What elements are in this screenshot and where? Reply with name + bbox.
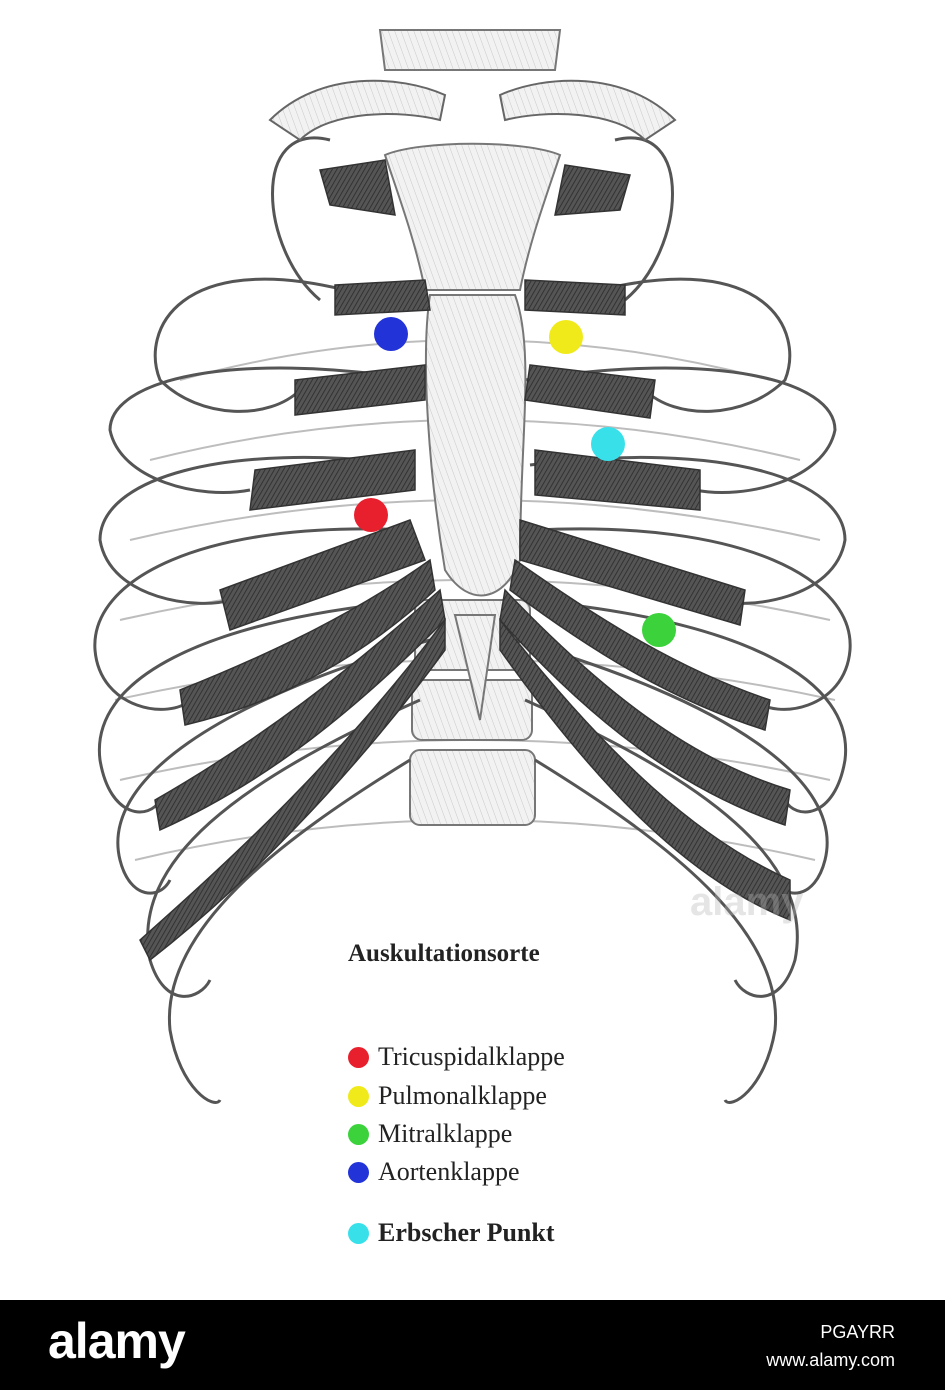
legend-item-tricuspid: Tricuspidalklappe [348, 1042, 565, 1072]
pulmonary-point-marker [549, 320, 583, 354]
erb-point-marker [591, 427, 625, 461]
sternum [383, 142, 562, 721]
legend-item-mitral: Mitralklappe [348, 1119, 512, 1149]
stock-footer-bar: alamy PGAYRR www.alamy.com [0, 1300, 945, 1390]
alamy-logo[interactable]: alamy [48, 1313, 186, 1369]
legend-item-pulmonary: Pulmonalklappe [348, 1081, 547, 1111]
red-dot-icon [348, 1046, 369, 1068]
green-dot-icon [348, 1123, 369, 1145]
yellow-dot-icon [348, 1085, 369, 1107]
clavicles [268, 79, 677, 142]
left-ribs [93, 136, 431, 1104]
legend-item-aortic: Aortenklappe [348, 1157, 520, 1187]
cyan-dot-icon [348, 1222, 369, 1244]
blue-dot-icon [348, 1161, 369, 1183]
watermark-text: alamy [690, 880, 804, 924]
thorax-drawing [93, 29, 852, 1104]
legend-label: Erbscher Punkt [378, 1218, 555, 1247]
legend-item-erb: Erbscher Punkt [348, 1218, 555, 1248]
legend-label: Pulmonalklappe [378, 1081, 547, 1110]
legend-label: Mitralklappe [378, 1119, 513, 1148]
costal-cartilages [139, 159, 791, 962]
legend-title: Auskultationsorte [348, 940, 540, 967]
aortic-point-marker [374, 317, 408, 351]
legend-label: Aortenklappe [378, 1157, 520, 1186]
right-ribs [514, 136, 852, 1104]
tricuspid-point-marker [354, 498, 388, 532]
image-id: PGAYRR [820, 1322, 895, 1342]
site-url[interactable]: www.alamy.com [766, 1350, 895, 1370]
rib-cage-illustration: alamy Auskultationsorte Tricuspidalklapp… [93, 29, 852, 1248]
legend-label: Tricuspidalklappe [378, 1042, 565, 1071]
mitral-point-marker [642, 613, 676, 647]
